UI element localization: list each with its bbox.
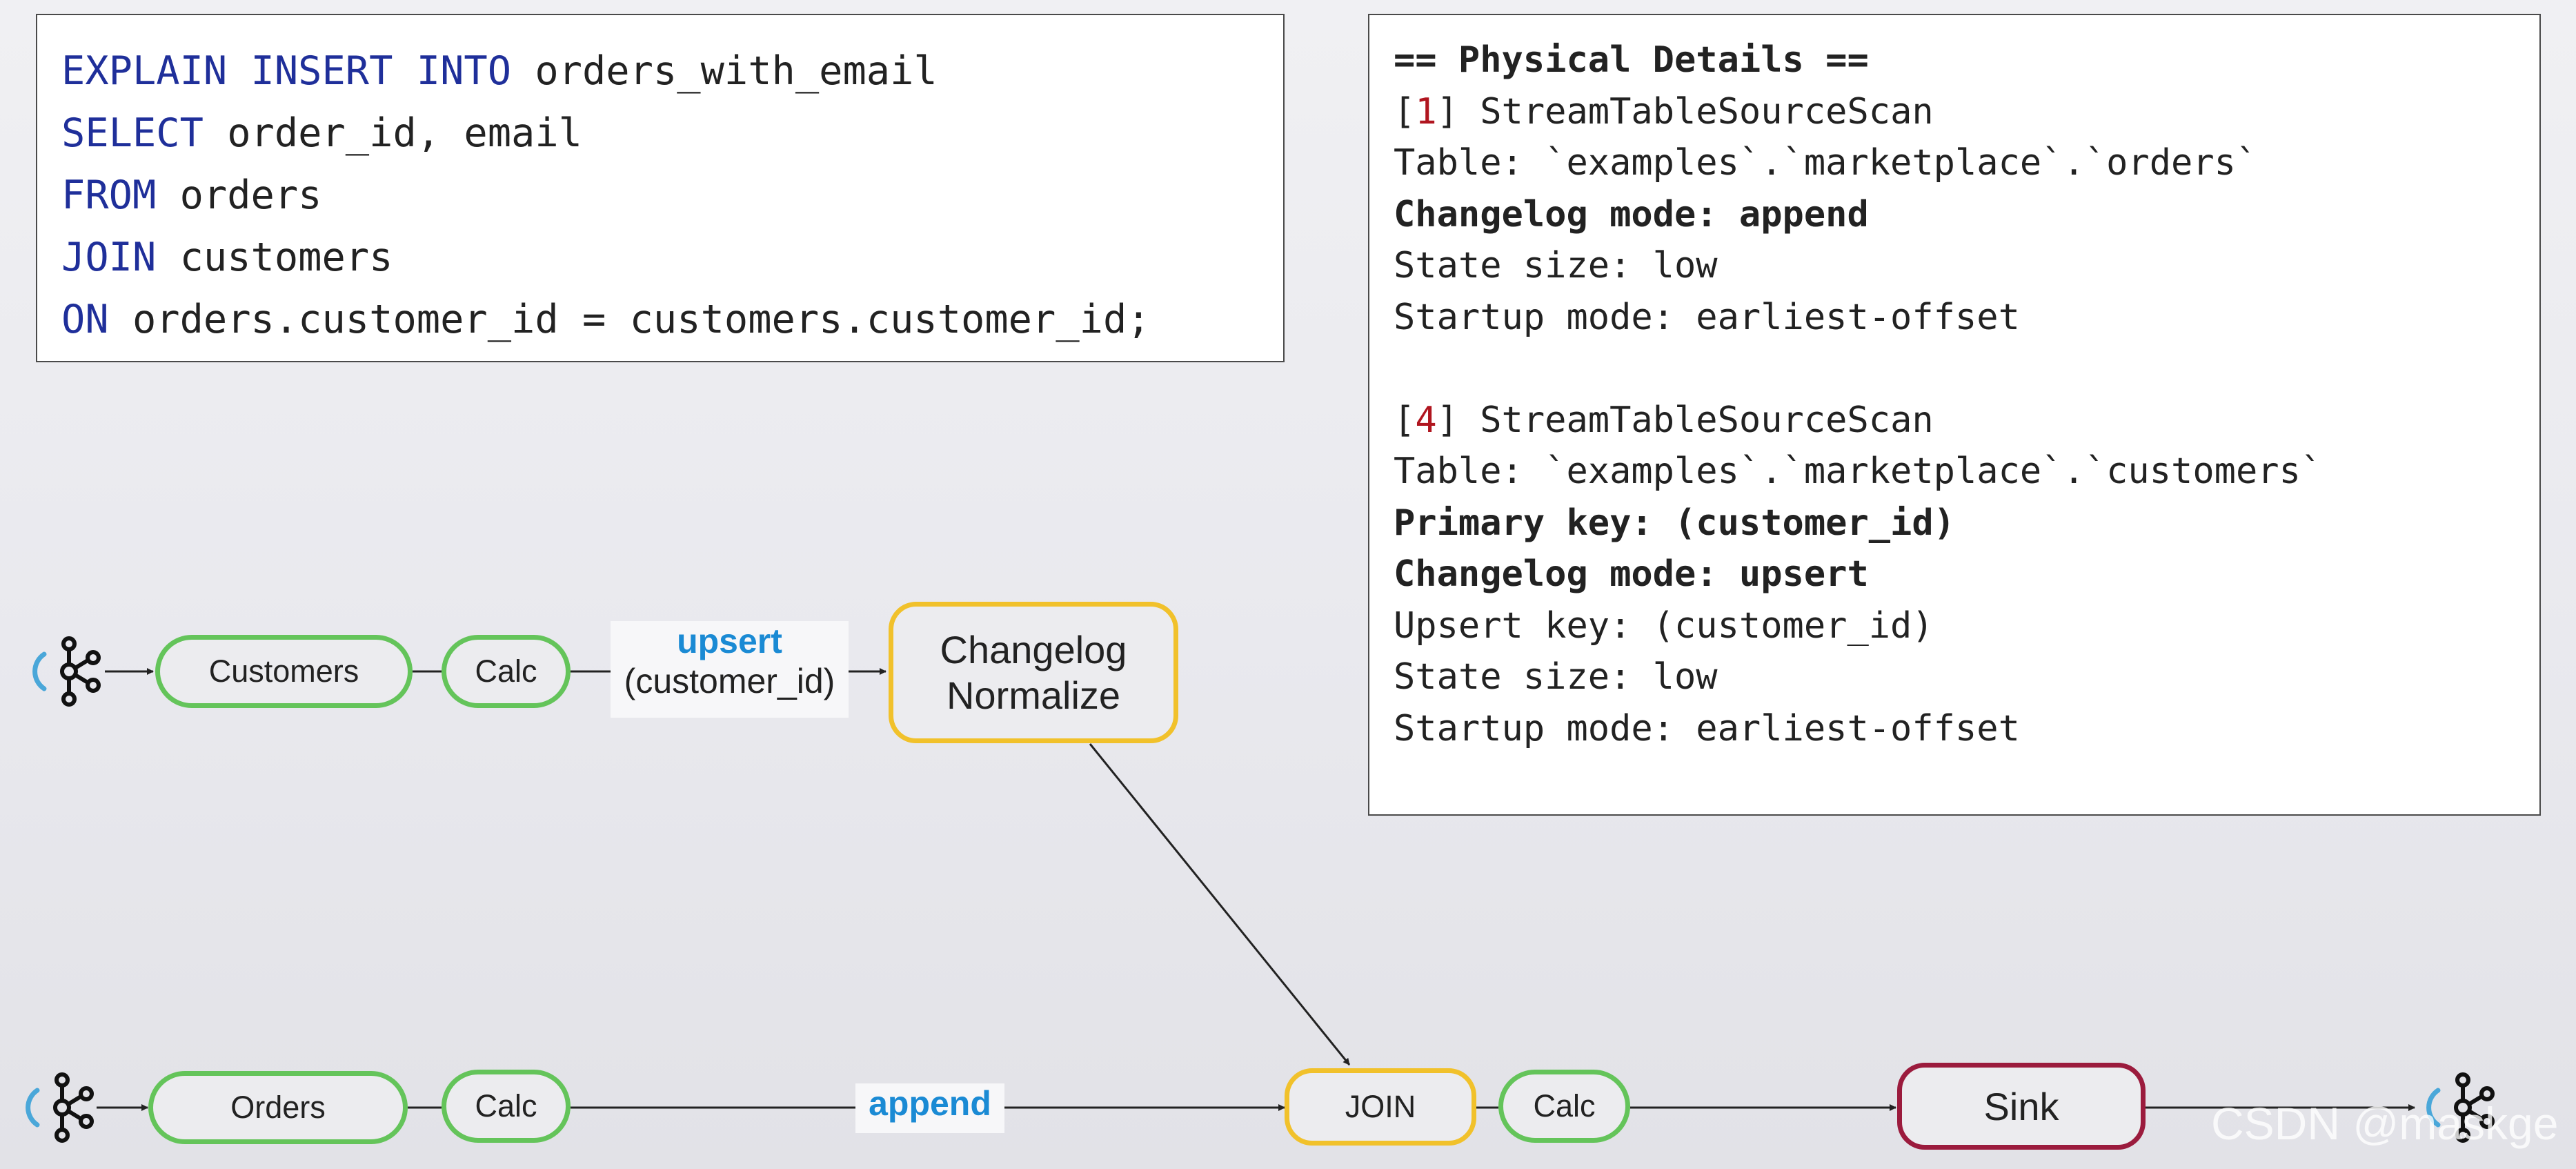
sql-line: FROM orders [61,164,1283,226]
startup-mode: Startup mode: earliest-offset [1394,296,2020,338]
customers-node: Customers [155,635,413,708]
orders-node: Orders [148,1071,408,1144]
sql-text: order_id, email [203,110,582,156]
changelog-mode: Changelog mode: upsert [1394,553,1869,595]
sink-node: Sink [1897,1063,2146,1150]
join-node: JOIN [1285,1068,1476,1146]
node-label: Customers [208,654,359,689]
node-label: Calc [475,1088,537,1123]
calc-node: Calc [442,1070,571,1143]
node-label: Orders [230,1090,326,1125]
scan-table: Table: `examples`.`marketplace`.`orders` [1394,142,2258,184]
sql-keyword: ON [61,297,109,342]
bracket-open: [ [1394,90,1416,132]
operator-index: 1 [1415,90,1437,132]
primary-key: Primary key: (customer_id) [1394,502,1955,544]
changelog-mode-label: upsert [677,622,782,660]
node-label: Calc [475,654,537,689]
sql-text: customers [156,235,393,280]
scan-name: ] StreamTableSourceScan [1436,90,1934,132]
changelog-mode: Changelog mode: append [1394,193,1869,235]
sql-line: EXPLAIN INSERT INTO orders_with_email [61,40,1283,102]
append-edge-label: append [855,1083,1004,1133]
sql-line: JOIN customers [61,226,1283,288]
upsert-key: Upsert key: (customer_id) [1394,605,1934,647]
scan-header: [4] StreamTableSourceScan [1394,395,2539,446]
sql-keyword: JOIN [61,235,157,280]
bracket-open: [ [1394,399,1416,441]
state-size: State size: low [1394,656,1718,698]
node-label: Sink [1983,1084,2059,1128]
sql-query-panel: EXPLAIN INSERT INTO orders_with_email SE… [36,14,1285,362]
kafka-icon [2426,1072,2495,1143]
kafka-icon [32,636,101,707]
state-size: State size: low [1394,245,1718,286]
upsert-key-label: (customer_id) [624,662,835,700]
calc-node: Calc [442,635,571,708]
watermark: CSDN @maskge [2211,1098,2559,1149]
changelog-normalize-node: Changelog Normalize [889,602,1178,743]
startup-mode: Startup mode: earliest-offset [1394,707,2020,749]
operator-index: 4 [1415,399,1437,441]
sql-text: orders_with_email [511,48,938,94]
physical-details-panel: == Physical Details == [1] StreamTableSo… [1368,14,2541,816]
kafka-icon [26,1072,94,1143]
changelog-mode-label: append [869,1084,991,1123]
node-label: Calc [1533,1088,1596,1123]
upsert-edge-label: upsert (customer_id) [611,621,849,718]
node-label: JOIN [1345,1089,1416,1124]
sql-keyword: SELECT [61,110,204,156]
sql-line: ON orders.customer_id = customers.custom… [61,288,1283,351]
edge-normalize-join [1089,743,1351,1065]
sql-keyword: FROM [61,173,157,218]
scan-name: ] StreamTableSourceScan [1436,399,1934,441]
sql-text: orders.customer_id = customers.customer_… [108,297,1151,342]
calc-node: Calc [1498,1070,1630,1143]
sql-line: SELECT order_id, email [61,102,1283,164]
sql-keyword: EXPLAIN INSERT INTO [61,48,512,94]
details-title: == Physical Details == [1394,39,1869,81]
scan-header: [1] StreamTableSourceScan [1394,86,2539,138]
sql-text: orders [156,173,322,218]
scan-table: Table: `examples`.`marketplace`.`custome… [1394,451,2323,492]
node-label: Normalize [946,673,1121,717]
node-label: Changelog [940,627,1127,671]
